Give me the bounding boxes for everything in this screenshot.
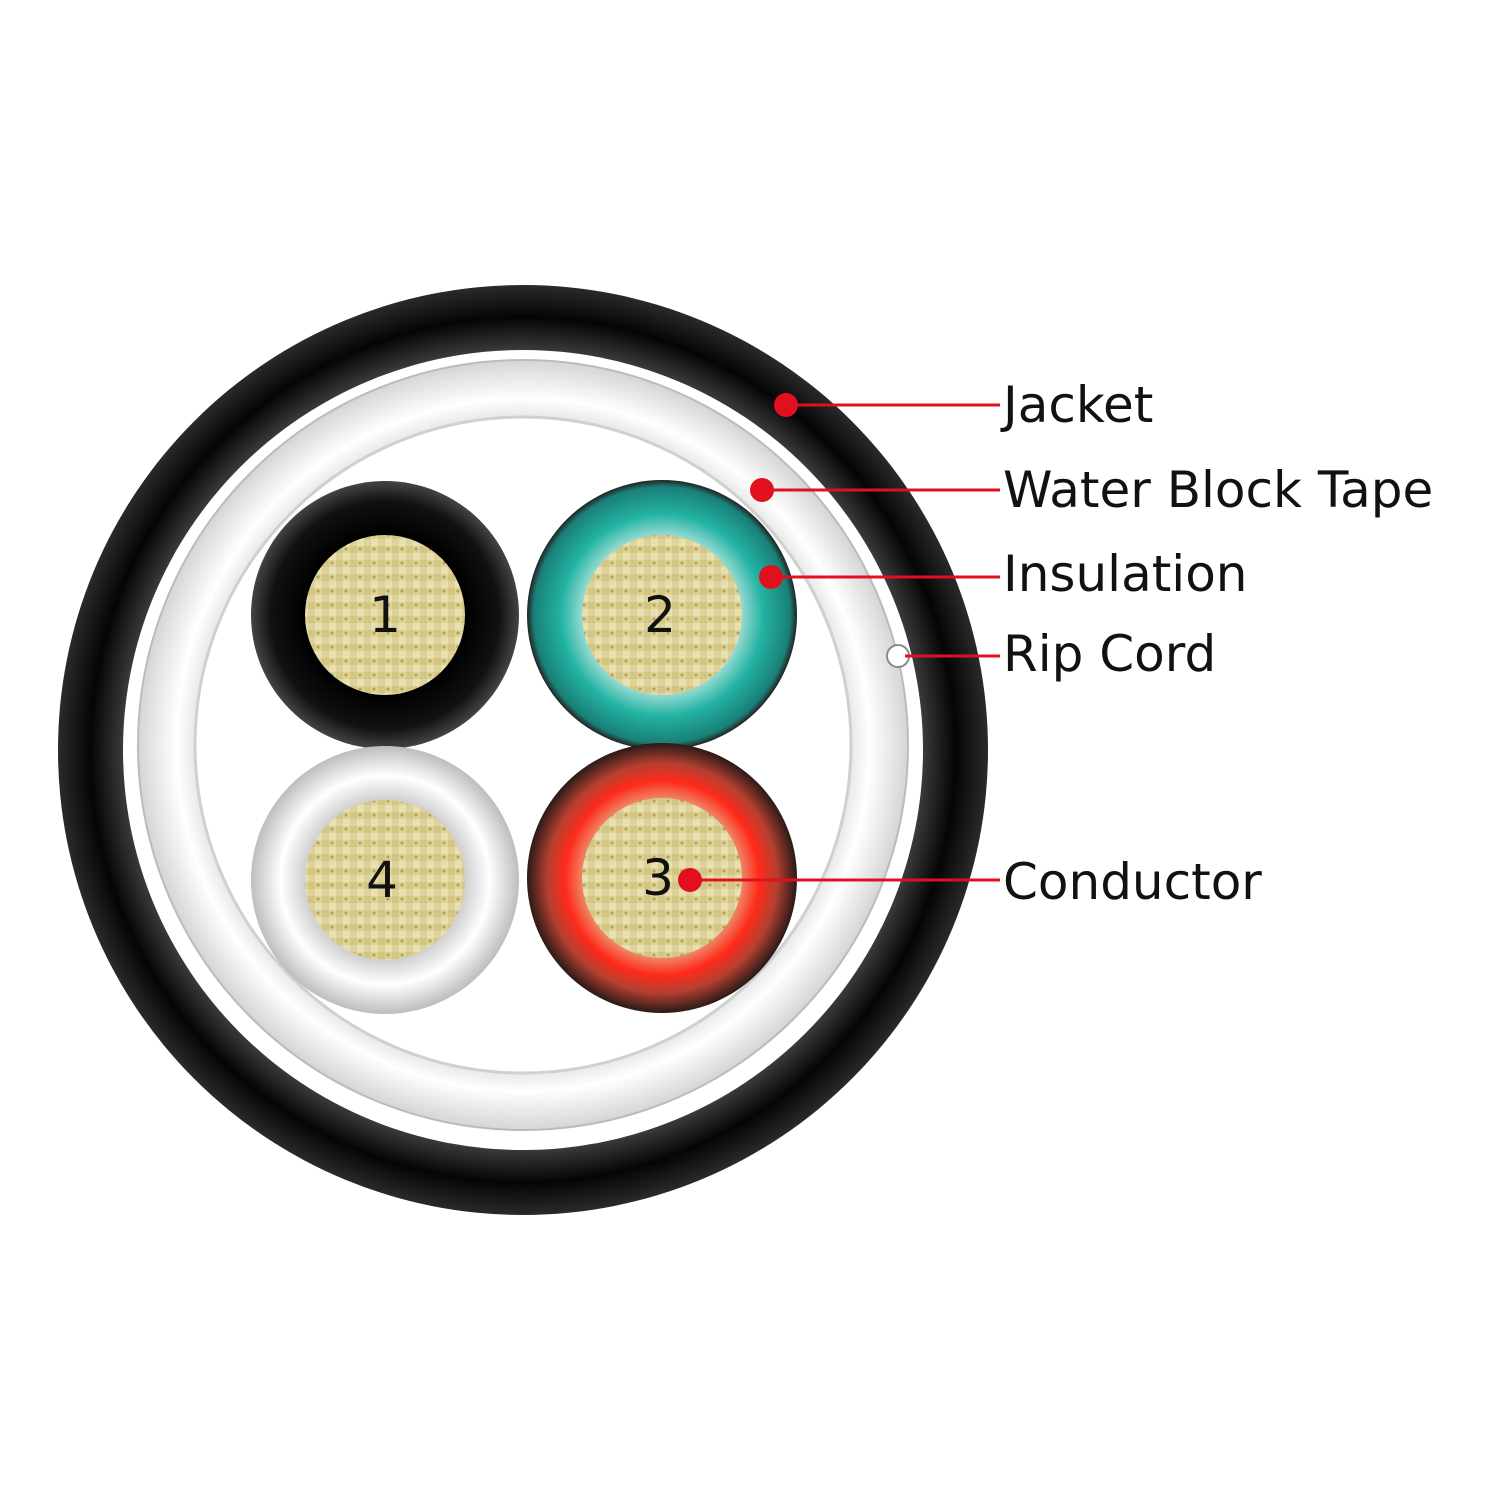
core-1: 1 (251, 481, 519, 749)
conductor (582, 535, 742, 695)
conductor-marker (678, 868, 702, 892)
core-number: 4 (366, 851, 398, 909)
label-conductor: Conductor (1003, 853, 1262, 911)
label-rip-cord: Rip Cord (1003, 625, 1216, 683)
core-3: 3 (527, 743, 797, 1013)
conductor (582, 798, 742, 958)
label-insulation: Insulation (1003, 545, 1247, 603)
label-water-block-tape: Water Block Tape (1003, 461, 1433, 519)
core-2: 2 (527, 480, 797, 750)
core-number: 3 (642, 849, 674, 907)
insulation-marker (759, 565, 783, 589)
core-4: 4 (251, 746, 519, 1014)
label-jacket: Jacket (1000, 376, 1153, 434)
conductor (305, 535, 465, 695)
core-number: 2 (644, 586, 676, 644)
tape-marker (750, 478, 774, 502)
core-number: 1 (369, 586, 401, 644)
jacket-marker (774, 393, 798, 417)
conductor (305, 800, 465, 960)
